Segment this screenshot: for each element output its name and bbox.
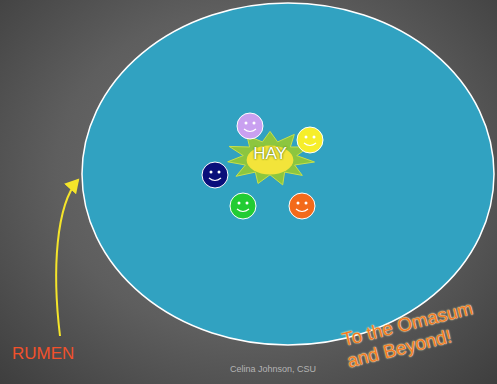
microbe-face [202,162,228,188]
part-name: RUMEN [12,344,74,364]
rumen-outline [82,3,494,345]
microbe-face [237,113,263,139]
hay-clump: HAY [225,130,315,186]
microbe-face [289,193,315,219]
node-label: HAY [253,144,287,164]
microbe-face [230,193,256,219]
leader-arrow [56,180,78,336]
watermark: Celina Johnson, CSU [230,364,316,374]
